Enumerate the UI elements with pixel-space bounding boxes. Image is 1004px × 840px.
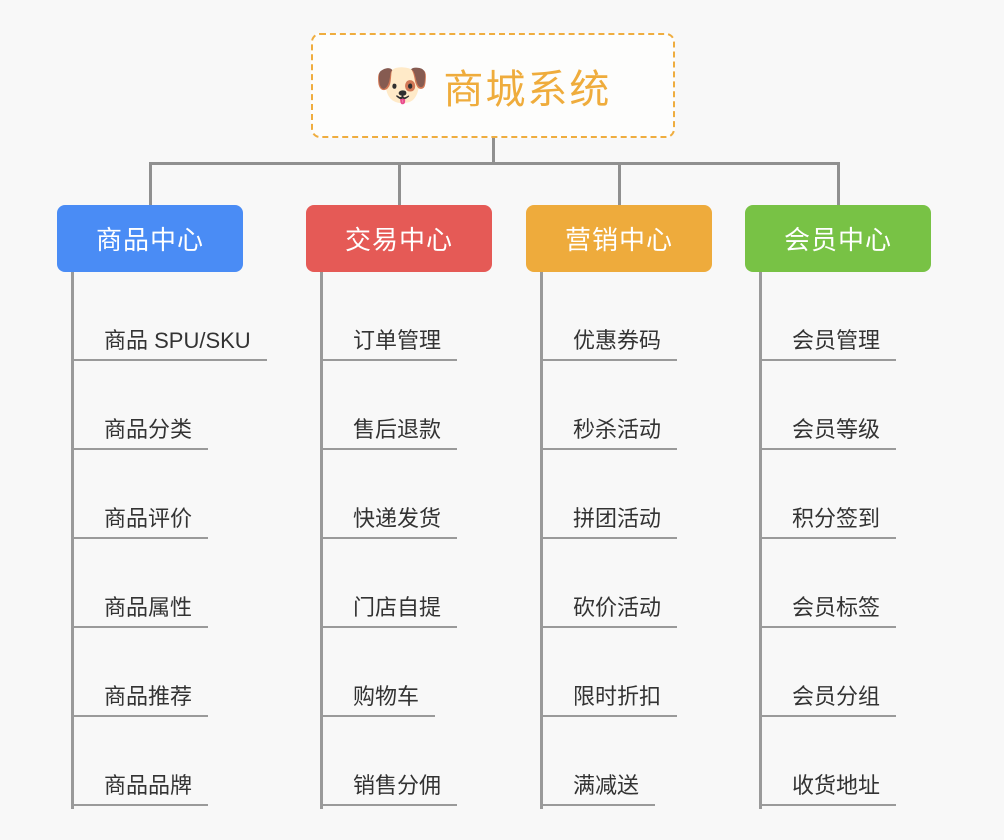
list-item[interactable]: 商品推荐 (72, 628, 243, 717)
list-item[interactable]: 购物车 (321, 628, 492, 717)
connector-drop-4 (837, 162, 840, 207)
item-label: 会员标签 (760, 595, 897, 628)
item-label: 会员等级 (760, 417, 897, 450)
list-item[interactable]: 砍价活动 (541, 539, 712, 628)
list-item[interactable]: 售后退款 (321, 361, 492, 450)
item-label: 商品 SPU/SKU (72, 328, 267, 361)
item-label: 销售分佣 (321, 773, 458, 806)
category-items-3: 优惠券码 秒杀活动 拼团活动 砍价活动 限时折扣 满减送 (526, 272, 712, 809)
item-label: 满减送 (541, 773, 656, 806)
item-label: 会员管理 (760, 328, 897, 361)
category-column-1: 商品中心 商品 SPU/SKU 商品分类 商品评价 商品属性 商品推荐 商品品牌 (57, 205, 267, 809)
list-item[interactable]: 商品属性 (72, 539, 243, 628)
item-label: 购物车 (321, 684, 436, 717)
list-item[interactable]: 订单管理 (321, 272, 492, 361)
list-item[interactable]: 限时折扣 (541, 628, 712, 717)
item-label: 售后退款 (321, 417, 458, 450)
category-items-1: 商品 SPU/SKU 商品分类 商品评价 商品属性 商品推荐 商品品牌 (57, 272, 267, 809)
item-label: 拼团活动 (541, 506, 678, 539)
item-label: 商品分类 (72, 417, 209, 450)
list-item[interactable]: 满减送 (541, 717, 712, 806)
list-item[interactable]: 收货地址 (760, 717, 931, 806)
list-item[interactable]: 商品 SPU/SKU (72, 272, 267, 361)
list-item[interactable]: 会员等级 (760, 361, 931, 450)
item-label: 秒杀活动 (541, 417, 678, 450)
item-label: 门店自提 (321, 595, 458, 628)
category-header-2[interactable]: 交易中心 (306, 205, 492, 272)
list-item[interactable]: 商品品牌 (72, 717, 243, 806)
list-item[interactable]: 拼团活动 (541, 450, 712, 539)
category-column-4: 会员中心 会员管理 会员等级 积分签到 会员标签 会员分组 收货地址 (745, 205, 931, 809)
list-item[interactable]: 会员分组 (760, 628, 931, 717)
category-header-4[interactable]: 会员中心 (745, 205, 931, 272)
list-item[interactable]: 商品评价 (72, 450, 243, 539)
item-label: 优惠券码 (541, 328, 678, 361)
item-label: 商品属性 (72, 595, 209, 628)
connector-trunk (492, 138, 495, 164)
connector-drop-2 (398, 162, 401, 207)
list-item[interactable]: 积分签到 (760, 450, 931, 539)
list-item[interactable]: 会员管理 (760, 272, 931, 361)
list-item[interactable]: 商品分类 (72, 361, 243, 450)
connector-drop-3 (618, 162, 621, 207)
item-label: 限时折扣 (541, 684, 678, 717)
item-label: 积分签到 (760, 506, 897, 539)
item-label: 收货地址 (760, 773, 897, 806)
category-items-4: 会员管理 会员等级 积分签到 会员标签 会员分组 收货地址 (745, 272, 931, 809)
category-label-1: 商品中心 (95, 225, 204, 255)
shiba-dog-face-icon: 🐶 (374, 60, 430, 110)
item-label: 砍价活动 (541, 595, 678, 628)
list-item[interactable]: 销售分佣 (321, 717, 492, 806)
list-item[interactable]: 快递发货 (321, 450, 492, 539)
category-header-1[interactable]: 商品中心 (57, 205, 243, 272)
item-label: 商品推荐 (72, 684, 209, 717)
list-item[interactable]: 优惠券码 (541, 272, 712, 361)
root-title: 商城系统 (443, 67, 612, 112)
list-item[interactable]: 会员标签 (760, 539, 931, 628)
category-label-3: 营销中心 (564, 225, 673, 255)
item-label: 商品评价 (72, 506, 209, 539)
category-column-2: 交易中心 订单管理 售后退款 快递发货 门店自提 购物车 销售分佣 (306, 205, 492, 809)
category-header-3[interactable]: 营销中心 (526, 205, 712, 272)
category-items-2: 订单管理 售后退款 快递发货 门店自提 购物车 销售分佣 (306, 272, 492, 809)
list-item[interactable]: 秒杀活动 (541, 361, 712, 450)
item-label: 商品品牌 (72, 773, 209, 806)
connector-bus (149, 162, 839, 165)
category-label-4: 会员中心 (783, 225, 892, 255)
item-label: 快递发货 (321, 506, 458, 539)
root-node[interactable]: 🐶 商城系统 (311, 33, 675, 138)
category-column-3: 营销中心 优惠券码 秒杀活动 拼团活动 砍价活动 限时折扣 满减送 (526, 205, 712, 809)
item-label: 会员分组 (760, 684, 897, 717)
category-label-2: 交易中心 (344, 225, 453, 255)
list-item[interactable]: 门店自提 (321, 539, 492, 628)
item-label: 订单管理 (321, 328, 458, 361)
connector-drop-1 (149, 162, 152, 207)
